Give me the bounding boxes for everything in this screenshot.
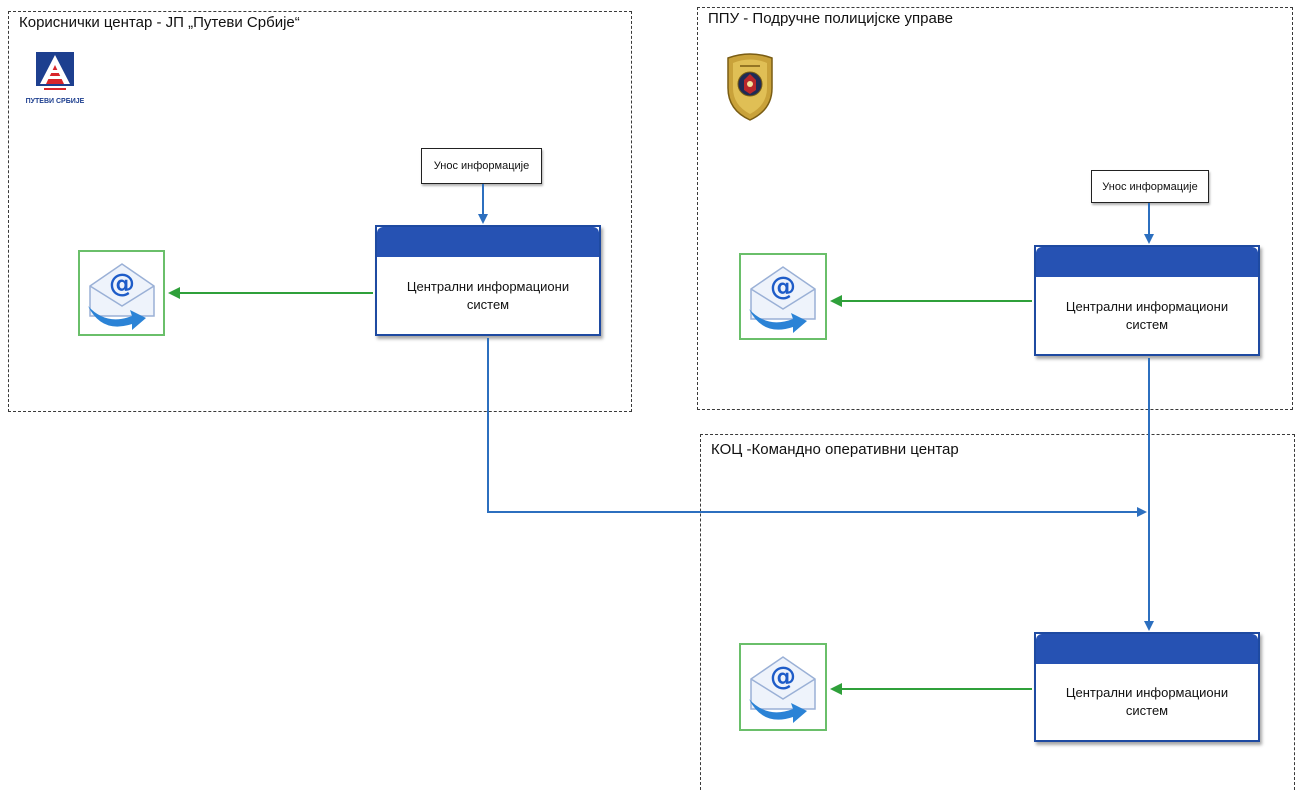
input-info-box-ppu: Унос информације: [1091, 170, 1209, 203]
putevi-srbije-logo-text: ПУТЕВИ СРБИЈЕ: [26, 98, 85, 105]
cis-header: [1036, 634, 1258, 664]
zone-title-koc: КОЦ -Командно оперативни центар: [711, 441, 959, 458]
cis-label: Централни информациони систем: [1065, 685, 1229, 718]
zone-title-customer-center: Кориснички центар - ЈП „Путеви Србије“: [19, 14, 300, 31]
cis-header: [377, 227, 599, 257]
input-info-box-customer-center: Унос информације: [421, 148, 542, 184]
cis-label: Централни информациони систем: [1065, 298, 1229, 332]
svg-text:@: @: [770, 662, 796, 692]
central-info-system-koc: Централни информациони систем: [1034, 632, 1260, 742]
putevi-srbije-logo: ПУТЕВИ СРБИЈЕ: [20, 50, 90, 110]
email-icon: @: [739, 253, 827, 340]
svg-text:@: @: [770, 272, 796, 302]
zone-customer-center: Кориснички центар - ЈП „Путеви Србије“: [8, 11, 632, 412]
police-badge-icon: [722, 52, 778, 122]
central-info-system-customer-center: Централни информациони систем: [375, 225, 601, 336]
email-icon: @: [739, 643, 827, 731]
cis-label: Централни информациони систем: [406, 278, 570, 312]
cis-header: [1036, 247, 1258, 277]
central-info-system-ppu: Централни информациони систем: [1034, 245, 1260, 356]
zone-title-ppu: ППУ - Подручне полицијске управе: [708, 10, 954, 27]
svg-text:@: @: [109, 269, 135, 299]
email-icon: @: [78, 250, 165, 336]
